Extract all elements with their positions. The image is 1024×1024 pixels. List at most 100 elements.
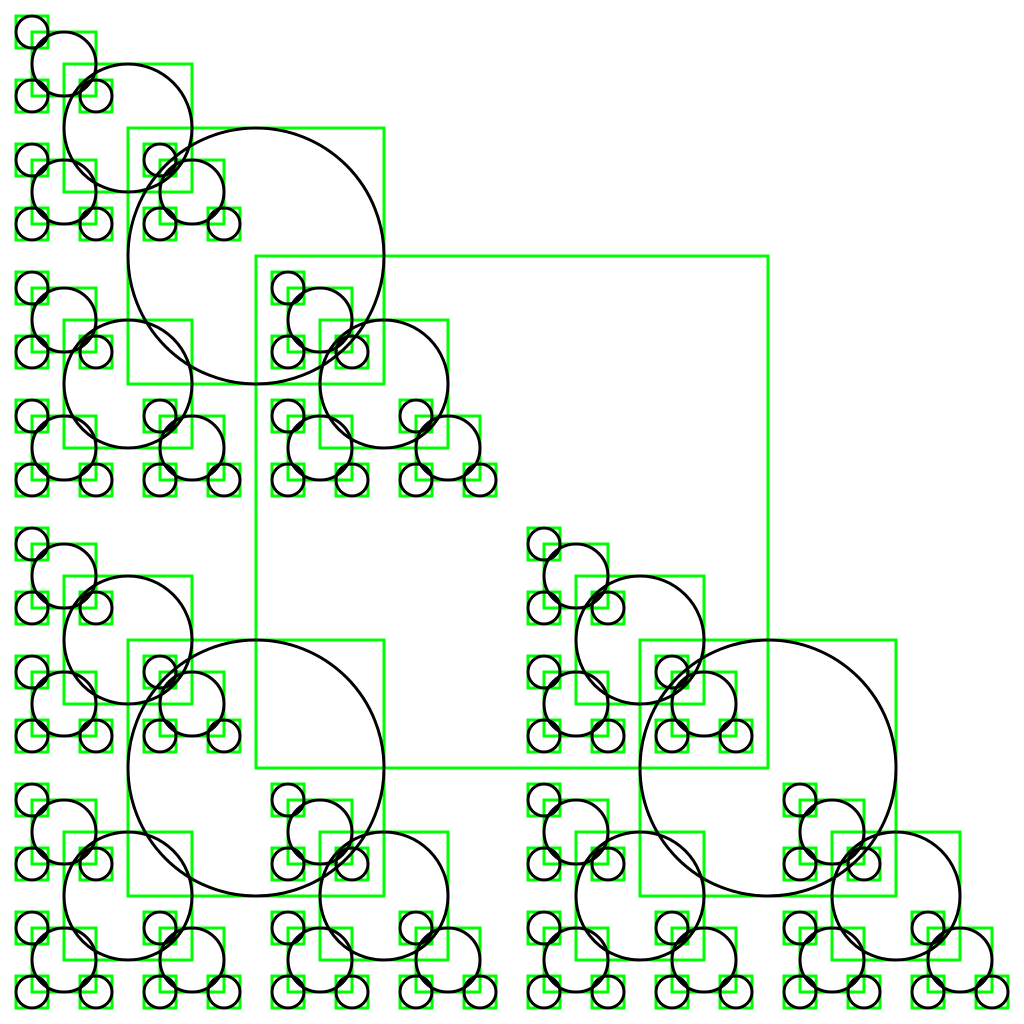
fractal-circle (206, 718, 242, 754)
fractal-circle (126, 126, 386, 386)
fractal-circle (30, 30, 98, 98)
fractal-circle (542, 798, 610, 866)
fractal-circle (718, 974, 754, 1010)
fractal-circle (782, 782, 818, 818)
fractal-circle (846, 846, 882, 882)
fractal-circle (286, 926, 354, 994)
fractal-circle (158, 670, 226, 738)
fractal-circle (30, 926, 98, 994)
fractal-circle (14, 782, 50, 818)
fractal-circle (14, 206, 50, 242)
fractal-circle (526, 590, 562, 626)
fractal-circle (926, 926, 994, 994)
fractal-circle (78, 590, 114, 626)
fractal-circle (62, 830, 194, 962)
fractal-circle (270, 398, 306, 434)
fractal-circle (142, 462, 178, 498)
fractal-circle (414, 414, 482, 482)
fractal-circle (654, 974, 690, 1010)
fractal-circle (78, 718, 114, 754)
fractal-circle (206, 462, 242, 498)
fractal-circle (78, 78, 114, 114)
fractal-circle (14, 334, 50, 370)
fractal-circle (974, 974, 1010, 1010)
circle-layer (14, 14, 1010, 1010)
fractal-circle (270, 334, 306, 370)
fractal-circle (286, 414, 354, 482)
fractal-circle (526, 910, 562, 946)
fractal-circle (270, 270, 306, 306)
fractal-circle (798, 798, 866, 866)
fractal-circle (62, 318, 194, 450)
fractal-circle (334, 846, 370, 882)
fractal-circle (158, 926, 226, 994)
fractal-circle (142, 206, 178, 242)
fractal-circle (286, 798, 354, 866)
fractal-circle (542, 542, 610, 610)
fractal-circle (398, 910, 434, 946)
fractal-square (254, 254, 770, 770)
fractal-circle (142, 718, 178, 754)
fractal-circle (270, 462, 306, 498)
fractal-circle (14, 974, 50, 1010)
fractal-circle (30, 798, 98, 866)
fractal-circle (78, 206, 114, 242)
fractal-circle (206, 206, 242, 242)
fractal-circle (78, 334, 114, 370)
fractal-circle (14, 846, 50, 882)
fractal-circle (526, 782, 562, 818)
fractal-circle (14, 526, 50, 562)
fractal-circle (526, 974, 562, 1010)
fractal-circle (590, 846, 626, 882)
fractal-circle (654, 654, 690, 690)
fractal-circle (30, 286, 98, 354)
fractal-circle (462, 462, 498, 498)
fractal-circle (270, 910, 306, 946)
fractal-circle (398, 398, 434, 434)
fractal-circle (270, 846, 306, 882)
fractal-circle (206, 974, 242, 1010)
fractal-circle (78, 462, 114, 498)
fractal-circle (334, 974, 370, 1010)
fractal-circle (158, 414, 226, 482)
fractal-circle (14, 718, 50, 754)
fractal-circle (30, 158, 98, 226)
fractal-circle (462, 974, 498, 1010)
fractal-circle (62, 574, 194, 706)
fractal-circle (142, 974, 178, 1010)
fractal-circle (590, 718, 626, 754)
fractal-circle (30, 542, 98, 610)
fractal-circle (142, 654, 178, 690)
fractal-circle (782, 974, 818, 1010)
fractal-circle (14, 910, 50, 946)
fractal-circle (14, 270, 50, 306)
fractal-circle (14, 462, 50, 498)
fractal-circle (14, 78, 50, 114)
fractal-circle (142, 142, 178, 178)
fractal-circle (318, 318, 450, 450)
fractal-circle (526, 654, 562, 690)
fractal-circle (654, 910, 690, 946)
fractal-circle (14, 14, 50, 50)
fractal-circle (798, 926, 866, 994)
fractal-circle (718, 718, 754, 754)
fractal-circle (846, 974, 882, 1010)
fractal-circle (574, 830, 706, 962)
fractal-circle (142, 910, 178, 946)
fractal-circle (78, 846, 114, 882)
fractal-circle (414, 926, 482, 994)
fractal-circle (30, 670, 98, 738)
fractal-circle (830, 830, 962, 962)
fractal-circle (14, 590, 50, 626)
fractal-circle (62, 62, 194, 194)
fractal-circle (334, 462, 370, 498)
fractal-circle (782, 910, 818, 946)
fractal-circle (270, 782, 306, 818)
fractal-circle (78, 974, 114, 1010)
fractal-circle (398, 974, 434, 1010)
fractal-circle (526, 846, 562, 882)
fractal-circle (910, 910, 946, 946)
fractal-circle (142, 398, 178, 434)
fractal-circle (526, 526, 562, 562)
